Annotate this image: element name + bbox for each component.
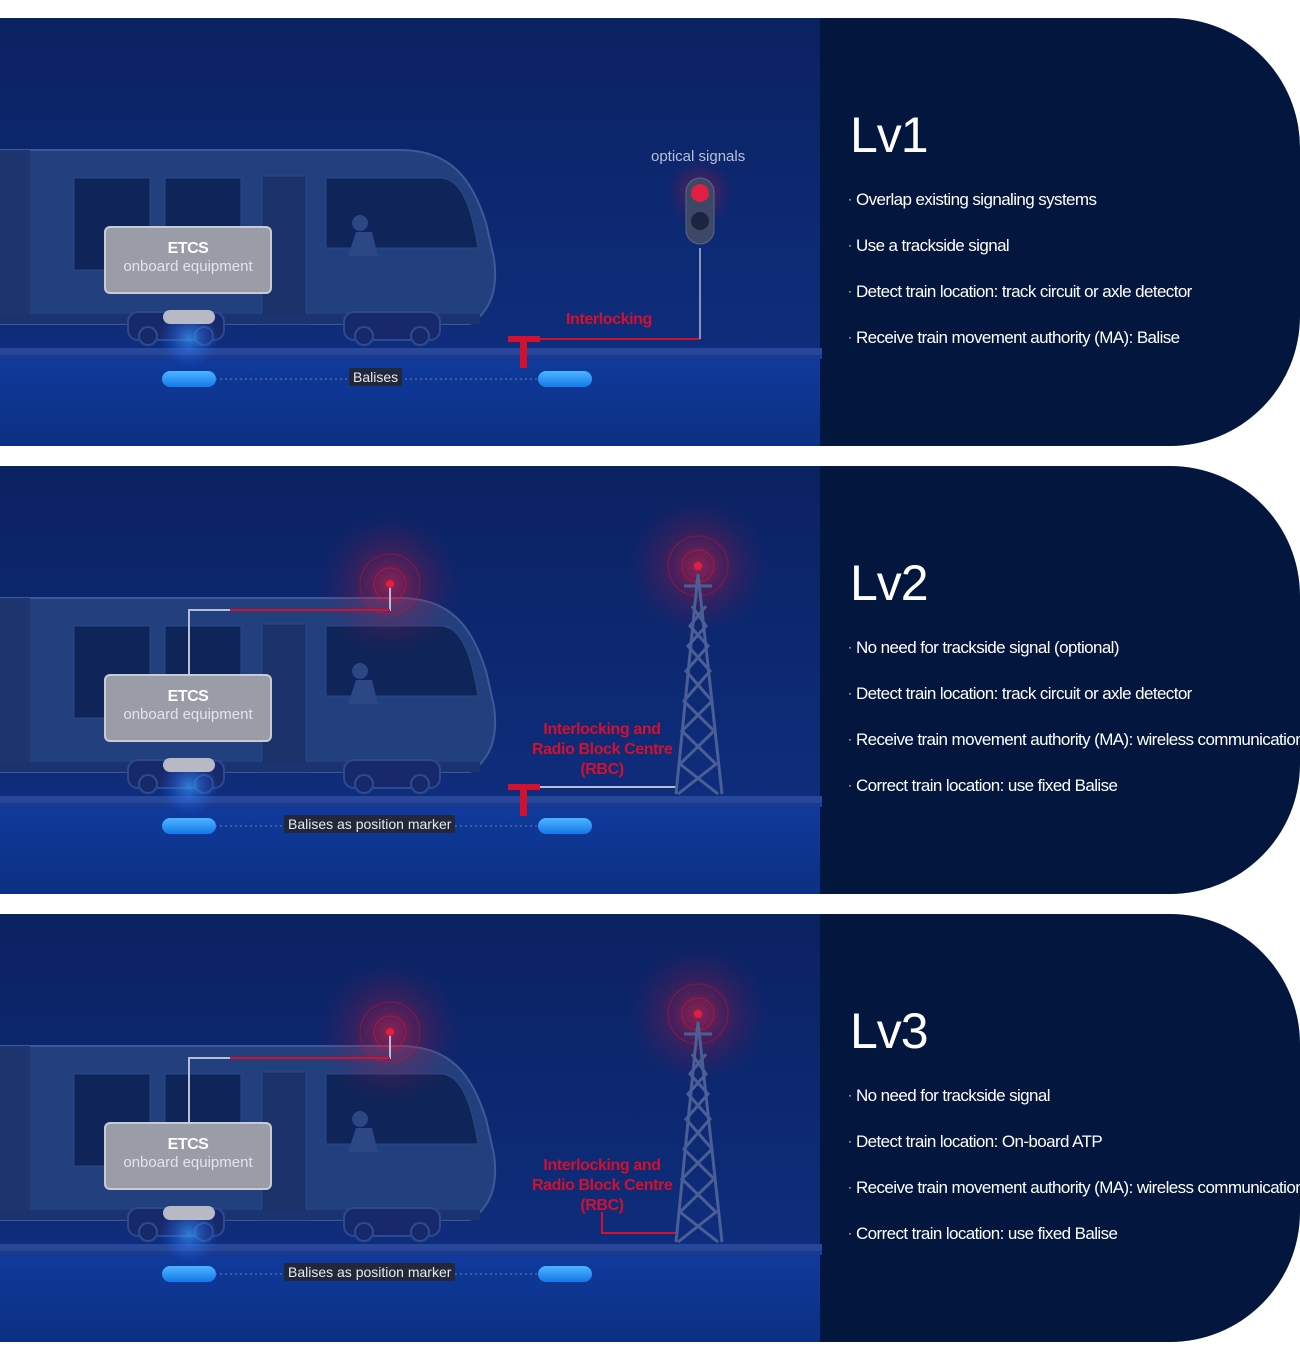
etcs-title: ETCS — [167, 688, 209, 705]
balise-2 — [538, 818, 592, 834]
etcs-title: ETCS — [167, 240, 209, 257]
bullet-item: ·Detect train location: track circuit or… — [848, 282, 1192, 301]
etcs-subtitle: onboard equipment — [123, 1154, 253, 1171]
bullet-item: ·Detect train location: track circuit or… — [848, 684, 1192, 703]
radio-tower — [628, 496, 768, 796]
level-2-bullets: ·No need for trackside signal (optional)… — [848, 638, 1300, 822]
level-title: Lv1 — [850, 107, 929, 163]
balise-1 — [162, 1266, 216, 1282]
rbc-label: Interlocking and Radio Block Centre (RBC… — [532, 1157, 673, 1214]
interlocking-label: Interlocking — [566, 311, 652, 328]
balise-2 — [538, 371, 592, 387]
bullet-item: ·Overlap existing signaling systems — [848, 190, 1097, 209]
balise-1 — [162, 818, 216, 834]
optical-signal — [666, 158, 734, 245]
bullet-item: ·Receive train movement authority (MA): … — [848, 730, 1300, 749]
balise-label: Balises — [349, 368, 403, 386]
bullet-item: ·Correct train location: use fixed Balis… — [848, 1224, 1118, 1243]
level-1-panel: ETCS onboard equipment Balises Interlock… — [0, 18, 1300, 446]
radio-tower — [628, 944, 768, 1244]
etcs-subtitle: onboard equipment — [123, 258, 253, 275]
level-1-info: Lv1 ·Overlap existing signaling systems … — [848, 18, 1288, 446]
level-3-info: Lv3 ·No need for trackside signal ·Detec… — [848, 914, 1300, 1342]
level-2-panel: ETCS onboard equipment Balises as positi… — [0, 466, 1300, 894]
bullet-item: ·Receive train movement authority (MA): … — [848, 328, 1180, 347]
optical-signals-label: optical signals — [651, 148, 746, 165]
level-3-panel: ETCS onboard equipment Balises as positi… — [0, 914, 1300, 1342]
balise-1 — [162, 371, 216, 387]
level-title: Lv3 — [850, 1003, 929, 1059]
etcs-onboard-box: ETCS onboard equipment — [104, 1122, 272, 1190]
bullet-item: ·No need for trackside signal (optional) — [848, 638, 1120, 657]
balise-label: Balises as position marker — [284, 1263, 456, 1281]
level-1-bullets: ·Overlap existing signaling systems ·Use… — [848, 190, 1192, 374]
level-2-info: Lv2 ·No need for trackside signal (optio… — [848, 466, 1300, 894]
etcs-onboard-box: ETCS onboard equipment — [104, 674, 272, 742]
level-3-bullets: ·No need for trackside signal ·Detect tr… — [848, 1086, 1300, 1270]
rbc-label: Interlocking and Radio Block Centre (RBC… — [532, 721, 673, 778]
balise-2 — [538, 1266, 592, 1282]
bullet-item: ·Receive train movement authority (MA): … — [848, 1178, 1300, 1197]
etcs-onboard-box: ETCS onboard equipment — [104, 226, 272, 294]
level-2-scene — [0, 466, 1300, 894]
balise-label: Balises as position marker — [284, 815, 456, 833]
level-title: Lv2 — [850, 555, 929, 611]
bullet-item: ·Correct train location: use fixed Balis… — [848, 776, 1118, 795]
etcs-title: ETCS — [167, 1136, 209, 1153]
bullet-item: ·No need for trackside signal — [848, 1086, 1051, 1105]
bullet-item: ·Detect train location: On-board ATP — [848, 1132, 1103, 1151]
bullet-item: ·Use a trackside signal — [848, 236, 1010, 255]
level-1-scene — [0, 18, 1300, 446]
etcs-subtitle: onboard equipment — [123, 706, 253, 723]
